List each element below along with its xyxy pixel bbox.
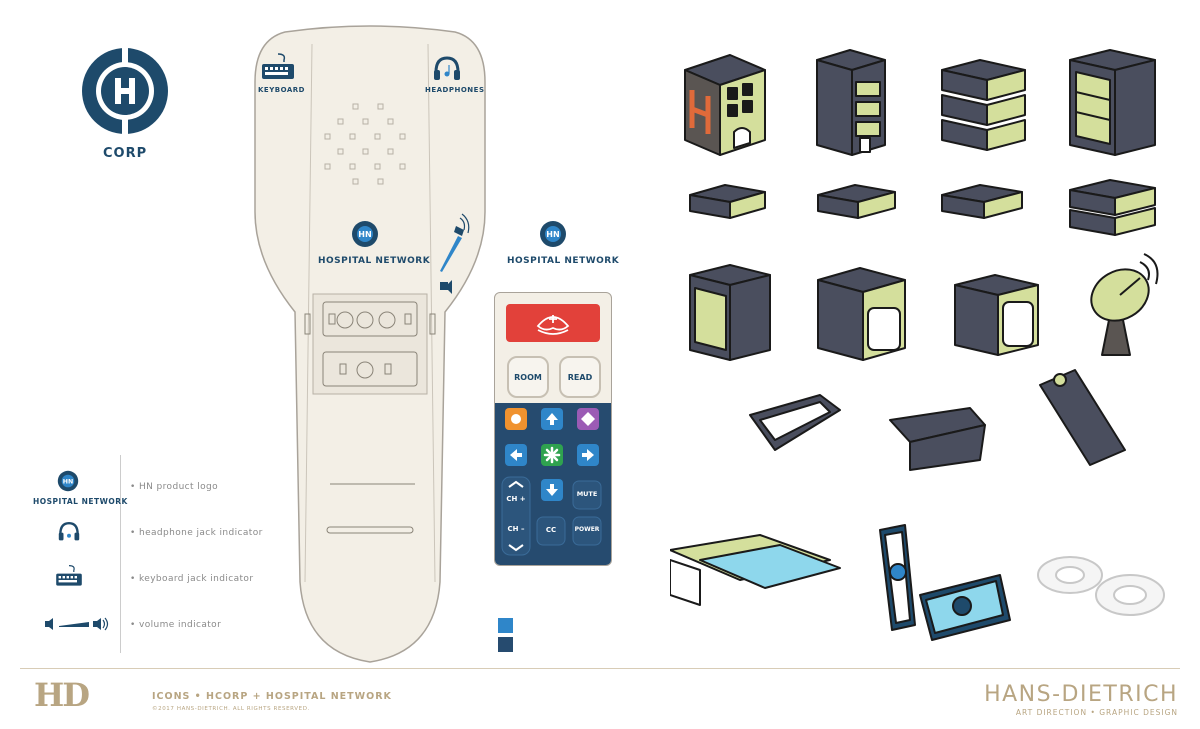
footer-copyright: ©2017 HANS-DIETRICH. ALL RIGHTS RESERVED… xyxy=(152,706,310,712)
read-button[interactable]: READ xyxy=(559,356,601,398)
hn-logo-icon: HN xyxy=(57,470,79,492)
server-rack-icon xyxy=(816,49,886,156)
headphones-icon xyxy=(434,56,460,80)
corp-logo xyxy=(80,46,170,136)
stacked-devices-icon xyxy=(941,59,1026,151)
equipment-cabinet-icon xyxy=(689,264,771,361)
dvd-player-icon xyxy=(817,184,896,219)
svg-text:HN: HN xyxy=(546,230,559,239)
hn-logo-icon: HN xyxy=(540,221,566,247)
handset-volume-indicator xyxy=(432,212,474,303)
legend-item: • keyboard jack indicator xyxy=(130,574,254,584)
footer-divider xyxy=(20,668,1180,669)
handset-body-icon xyxy=(254,25,486,663)
legend-item: • volume indicator xyxy=(130,620,222,630)
svg-text:HN: HN xyxy=(63,478,74,485)
handset-brand-text: HOSPITAL NETWORK xyxy=(318,256,431,266)
crt-television-icon xyxy=(954,274,1039,356)
corp-label: CORP xyxy=(103,146,148,161)
ch-up-label[interactable]: CH + xyxy=(506,495,526,503)
network-switch-icon xyxy=(941,184,1023,219)
volume-icon xyxy=(45,617,109,631)
nurse-call-button[interactable] xyxy=(506,304,600,342)
handset-headphone-jack xyxy=(432,54,462,87)
svg-text:HN: HN xyxy=(358,230,371,239)
remote-control-panel: CH + CH – MUTE CC POWER xyxy=(495,403,611,565)
volume-icon xyxy=(440,213,470,294)
handset-keyboard-label: KEYBOARD xyxy=(258,86,305,94)
read-button-label: READ xyxy=(567,372,593,382)
set-top-box-icon xyxy=(689,184,766,219)
footer-title: ICONS • HCORP + HOSPITAL NETWORK xyxy=(152,691,392,702)
remote-keypad-icons xyxy=(501,408,602,556)
color-swatch-light-blue xyxy=(498,618,513,633)
hn-ticket-icon xyxy=(879,524,1011,641)
footer-brand: HANS-DIETRICH xyxy=(984,682,1178,707)
legend-divider xyxy=(120,455,121,653)
legend-headphone-icon xyxy=(57,520,81,547)
ch-down-label[interactable]: CH – xyxy=(507,525,525,533)
open-rack-icon xyxy=(1069,49,1156,156)
mute-button[interactable]: MUTE xyxy=(576,490,598,498)
color-swatch-navy xyxy=(498,637,513,652)
room-button[interactable]: ROOM xyxy=(507,356,549,398)
nurse-cap-icon xyxy=(536,315,570,335)
legend-keyboard-icon xyxy=(53,563,85,594)
remote-hn-logo: HN xyxy=(539,220,567,253)
hospital-building-icon xyxy=(684,54,766,156)
round-buttons-icon xyxy=(1037,556,1165,616)
legend-hn-logo: HN xyxy=(57,470,79,497)
handset-keyboard-jack xyxy=(258,52,302,87)
tv-monitor-icon xyxy=(817,267,906,361)
wireless-keyboard-icon xyxy=(749,394,841,451)
headphones-icon xyxy=(58,521,80,541)
tv-remote-control-icon xyxy=(1039,369,1126,466)
remote-brand-text: HOSPITAL NETWORK xyxy=(507,256,620,266)
equipment-icons xyxy=(669,49,1165,641)
icon-grid xyxy=(669,40,1190,650)
legend-volume-icon xyxy=(43,614,111,639)
keyboard-jack-icon xyxy=(262,53,294,79)
h-corp-icon xyxy=(82,46,168,136)
hospital-bed-icon xyxy=(669,534,841,606)
room-button-label: ROOM xyxy=(514,372,542,382)
power-button[interactable]: POWER xyxy=(574,526,600,533)
footer-tagline: ART DIRECTION • GRAPHIC DESIGN xyxy=(1015,708,1178,717)
theater-seating-icon xyxy=(889,407,986,471)
handset-device xyxy=(245,22,495,672)
tv-remote: ROOM READ xyxy=(494,292,612,566)
handset-hn-logo: HN xyxy=(351,220,379,253)
legend-item: • headphone jack indicator xyxy=(130,528,263,538)
handset-headphones-label: HEADPHONES xyxy=(425,86,485,94)
cc-button[interactable]: CC xyxy=(545,526,557,534)
double-device-icon xyxy=(1069,179,1156,236)
footer-hd-logo: HD xyxy=(34,676,90,714)
hn-logo-icon: HN xyxy=(352,221,378,247)
legend-item: • HN product logo xyxy=(130,482,219,492)
keyboard-jack-icon xyxy=(56,565,82,586)
satellite-dish-icon xyxy=(1090,253,1159,356)
legend-logo-text: HOSPITAL NETWORK xyxy=(33,497,128,506)
